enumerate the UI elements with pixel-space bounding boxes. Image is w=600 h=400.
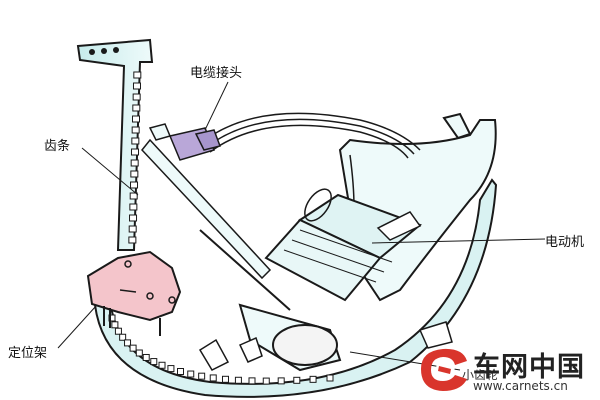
rail-tooth — [167, 365, 175, 373]
rack-tooth — [132, 115, 140, 123]
watermark-url: www.carnets.cn — [473, 379, 568, 393]
rail-tooth — [187, 370, 195, 378]
rail-tooth — [111, 321, 119, 329]
rack-tooth — [128, 236, 137, 244]
rail-tooth — [309, 375, 317, 383]
rail-tooth — [119, 333, 127, 341]
rail-tooth — [262, 377, 270, 385]
rack-tooth — [130, 181, 139, 189]
guide-rail-teeth — [108, 314, 334, 385]
rail-tooth — [114, 327, 122, 335]
label-bracket: 定位架 — [8, 346, 48, 361]
rack-tooth — [132, 104, 141, 112]
rack-tooth — [131, 126, 140, 134]
rail-tooth — [150, 358, 158, 366]
positioning-bracket — [86, 250, 182, 336]
rack-tooth — [130, 159, 139, 167]
rail-tooth — [221, 375, 229, 383]
rail-tooth — [326, 374, 334, 382]
rack-tooth — [128, 225, 137, 233]
rail-tooth — [158, 361, 166, 369]
rack-rail — [76, 38, 154, 251]
cable-connector — [148, 123, 221, 161]
label-rack: 齿条 — [44, 139, 71, 154]
rack-tooth — [131, 137, 140, 145]
leader-lines — [57, 81, 546, 371]
rail-tooth — [135, 349, 143, 357]
rail-tooth — [124, 339, 132, 347]
label-motor: 电动机 — [545, 235, 585, 250]
rail-tooth — [129, 344, 137, 352]
rail-tooth — [209, 374, 217, 382]
rail-tooth — [142, 353, 150, 361]
rack-tooth — [129, 214, 138, 222]
rack-tooth — [132, 93, 141, 101]
rack-tooth — [132, 82, 141, 90]
rack-tooth — [129, 203, 138, 211]
watermark-name: 车网中国 — [473, 352, 585, 383]
site-watermark: 车网中国 www.carnets.cn — [415, 343, 600, 400]
rack-tooth — [129, 192, 138, 200]
rack-tooth — [131, 148, 140, 156]
rail-tooth — [177, 368, 184, 375]
rail-tooth — [198, 372, 206, 380]
car-logo-icon — [421, 348, 467, 391]
rail-tooth — [277, 377, 285, 385]
rail-tooth — [234, 376, 242, 384]
lower-guide-rail — [93, 178, 498, 398]
label-pinion: 小齿轮 — [462, 368, 499, 382]
rack-tooth — [130, 170, 139, 178]
drive-arms — [141, 138, 453, 372]
rack-teeth — [128, 71, 142, 244]
label-cable-connector: 电缆接头 — [190, 66, 243, 81]
rail-tooth — [248, 377, 256, 385]
cable-bundle — [204, 112, 421, 159]
rack-tooth — [133, 71, 142, 79]
rail-tooth — [293, 376, 301, 384]
